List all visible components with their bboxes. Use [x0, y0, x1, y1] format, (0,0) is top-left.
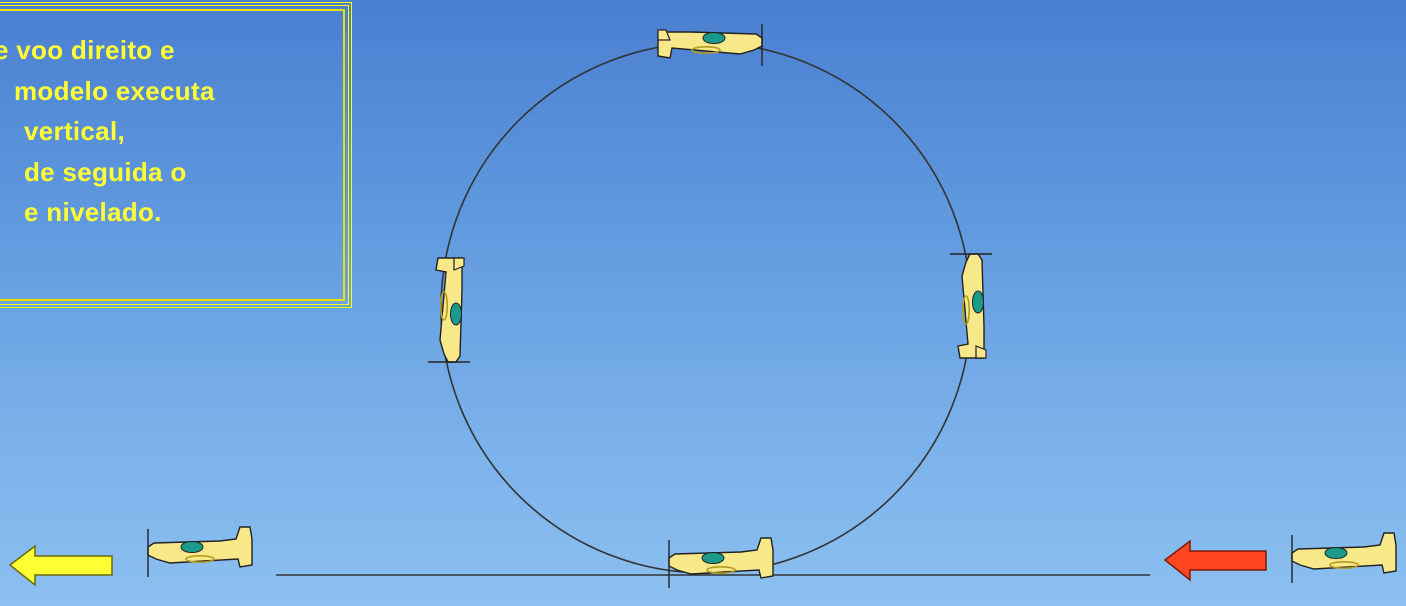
loop-circle-path — [441, 43, 971, 573]
exit-arrow-icon — [10, 546, 112, 585]
plane-left-icon — [428, 258, 470, 362]
caption-line: de seguida o — [0, 152, 215, 193]
plane-exit-icon — [148, 527, 252, 577]
caption-line: vertical, — [0, 111, 215, 152]
caption-line: modelo executa — [0, 71, 215, 112]
plane-bottom-icon — [669, 538, 773, 588]
entry-arrow-icon — [1165, 541, 1266, 580]
plane-right-icon — [950, 254, 992, 358]
caption-line: e nivelado. — [0, 192, 215, 233]
caption-line: e voo direito e — [0, 30, 215, 71]
plane-entry-icon — [1292, 533, 1396, 583]
caption-text: e voo direito e modelo executa vertical,… — [0, 30, 215, 233]
plane-top-icon — [658, 24, 762, 66]
